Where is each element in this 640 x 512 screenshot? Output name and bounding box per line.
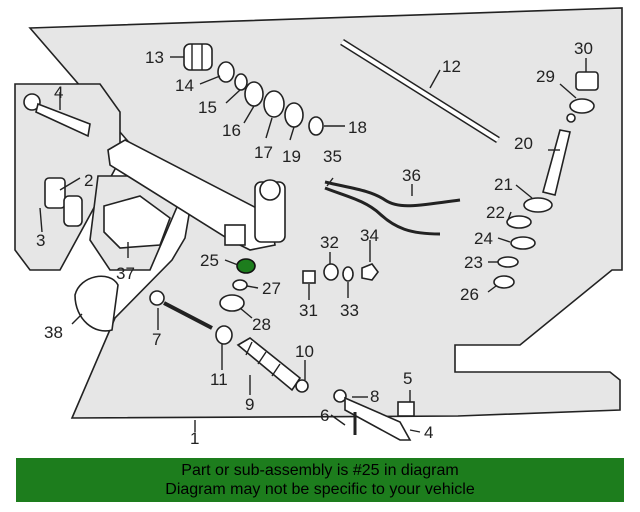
part-info-banner: Part or sub-assembly is #25 in diagram D… [16,458,624,502]
callout-16: 16 [222,121,241,140]
callout-17: 17 [254,143,273,162]
main-assembly-panel [28,7,623,419]
inner-tie-rod [149,290,213,330]
callout-33: 33 [340,301,359,320]
callout-30: 30 [574,39,593,58]
callout-12: 12 [442,57,461,76]
callout-7: 7 [152,330,161,349]
fluid-lines [324,180,461,236]
callout-24: 24 [474,229,493,248]
callout-2: 2 [84,171,93,190]
callout-20: 20 [514,134,533,153]
callout-23: 23 [464,253,483,272]
callout-21: 21 [494,175,513,194]
callout-15: 15 [198,98,217,117]
callout-4-right: 4 [424,423,433,442]
heat-shield [103,195,171,249]
callout-22: 22 [486,203,505,222]
callout-27: 27 [262,279,281,298]
banner-line-1: Part or sub-assembly is #25 in diagram [181,462,459,479]
seal-rings [217,61,324,136]
callout-36: 36 [402,166,421,185]
rack-housing [107,139,286,251]
callout-29: 29 [536,67,555,86]
callout-35: 35 [323,147,342,166]
callout-10: 10 [295,342,314,361]
outer-tie-rod-end-left [23,93,91,138]
dust-boot [74,275,119,332]
callout-32: 32 [320,233,339,252]
callout-1: 1 [190,429,199,448]
steering-boot [215,325,309,393]
callout-19: 19 [282,147,301,166]
callout-labels: 1 2 3 4 4 5 6 7 8 9 10 11 12 13 14 15 16… [36,39,593,448]
leader-lines [39,56,587,433]
callout-18: 18 [348,118,367,137]
callout-11: 11 [210,370,228,389]
banner-line-2: Diagram may not be specific to your vehi… [165,481,475,498]
callout-8: 8 [370,387,379,406]
callout-13: 13 [145,48,164,67]
rack-shaft [340,39,500,143]
pinion-assembly [493,71,599,289]
callout-3: 3 [36,231,45,250]
outer-tie-rod-end-right [333,389,415,441]
callout-28: 28 [252,315,271,334]
bellows-small [183,43,213,71]
part-25-highlight [236,258,256,274]
callout-14: 14 [175,76,194,95]
callout-5: 5 [403,369,412,388]
callout-31: 31 [299,301,318,320]
parts-diagram: 1 2 3 4 4 5 6 7 8 9 10 11 12 13 14 15 16… [14,7,623,448]
callout-38: 38 [44,323,63,342]
callout-37: 37 [116,264,135,283]
callout-25: 25 [200,251,219,270]
callout-26: 26 [460,285,479,304]
mount-bushing [44,177,83,227]
callout-4-left: 4 [54,83,63,102]
fittings [219,263,379,312]
callout-9: 9 [245,395,254,414]
callout-6: 6 [320,406,329,425]
callout-34: 34 [360,226,379,245]
